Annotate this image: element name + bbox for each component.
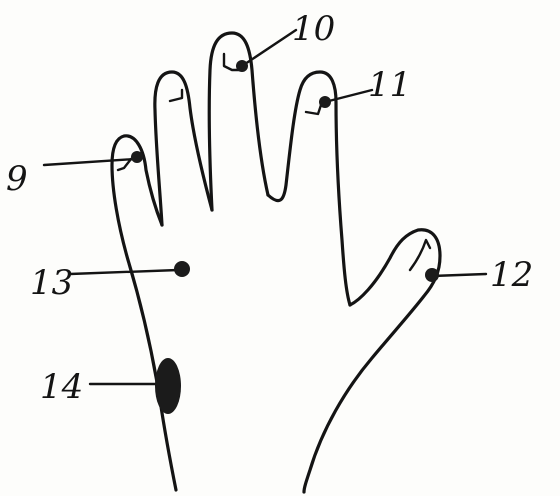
- leader-line-12: [432, 274, 486, 276]
- ring-finger-outline: [155, 72, 212, 225]
- leader-line-11: [325, 90, 372, 102]
- acupoint-label-10: 10: [292, 9, 335, 49]
- index-finger-outline: [268, 72, 350, 305]
- leader-line-10: [242, 30, 296, 66]
- acupoint-marker-11: [319, 96, 331, 108]
- ring-finger-nail: [170, 90, 182, 101]
- acupoint-marker-10: [236, 60, 248, 72]
- acupoint-label-12: 12: [490, 255, 533, 295]
- hand-left-edge: [112, 136, 176, 490]
- middle-finger-outline: [209, 33, 268, 210]
- acupoint-marker-12: [425, 268, 439, 282]
- thumb-outline: [304, 230, 440, 492]
- acupoint-9: 9: [6, 151, 143, 199]
- leader-line-9: [44, 159, 135, 165]
- acupoint-13: 13: [30, 261, 190, 303]
- acupoint-label-9: 9: [6, 159, 28, 199]
- acupoint-label-13: 13: [30, 263, 73, 303]
- acupoint-marker-14: [155, 358, 181, 414]
- acupoint-marker-9: [131, 151, 143, 163]
- acupoint-marker-13: [174, 261, 190, 277]
- thumb-nail: [410, 240, 430, 270]
- leader-line-13: [70, 270, 178, 274]
- acupoint-11: 11: [319, 65, 411, 108]
- acupoint-14: 14: [40, 358, 181, 414]
- acupoint-label-11: 11: [368, 65, 411, 105]
- acupoint-label-14: 14: [40, 367, 83, 407]
